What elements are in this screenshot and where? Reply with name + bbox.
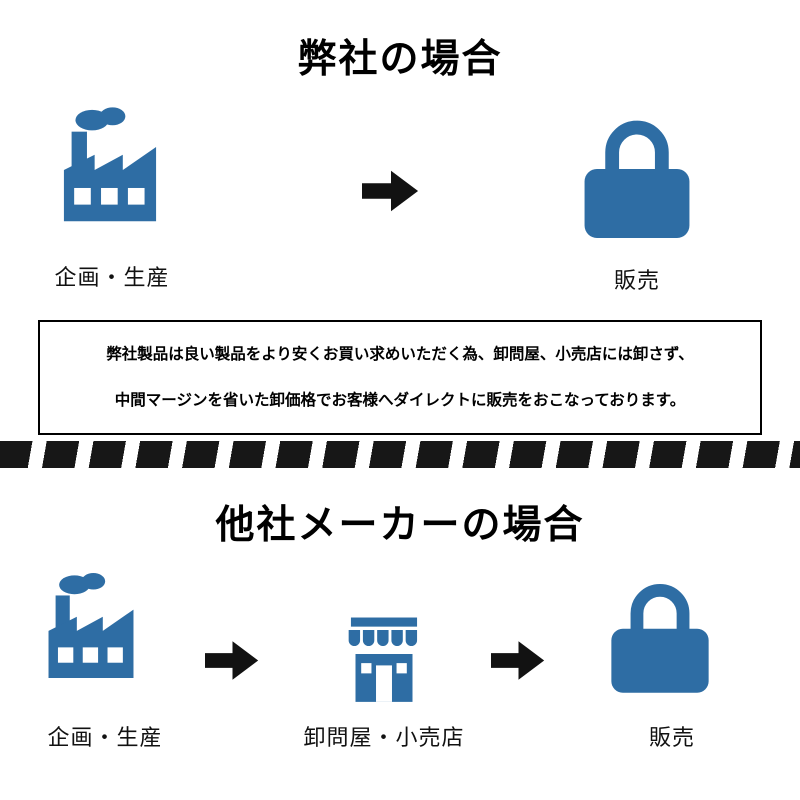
note-line-1: 弊社製品は良い製品をより安くお買い求めいただく為、卸問屋、小売店には卸さず、 xyxy=(106,346,694,363)
shopping-bag-icon xyxy=(568,100,706,260)
note-line-2: 中間マージンを省いた卸価格でお客様へダイレクトに販売をおこなっております。 xyxy=(114,391,686,409)
our-company-title: 弊社の場合 xyxy=(297,38,503,81)
arrow-right-icon xyxy=(205,637,260,684)
factory-icon xyxy=(32,556,150,701)
sales-label: 販売 xyxy=(613,268,660,293)
sales-label: 販売 xyxy=(648,725,695,750)
producer-label: 企画・生産 xyxy=(47,725,163,750)
producer-label: 企画・生産 xyxy=(54,265,170,290)
arrow-right-icon xyxy=(362,166,420,216)
striped-divider xyxy=(0,441,800,468)
factory-icon xyxy=(46,90,174,245)
other-makers-title: 他社メーカーの場合 xyxy=(215,504,585,547)
arrow-right-icon xyxy=(491,637,546,684)
storefront-icon xyxy=(326,597,442,711)
middleman-label: 卸問屋・小売店 xyxy=(303,725,465,750)
note-box: 弊社製品は良い製品をより安くお買い求めいただく為、卸問屋、小売店には卸さず、 中… xyxy=(38,320,762,436)
shopping-bag-icon xyxy=(596,564,724,714)
